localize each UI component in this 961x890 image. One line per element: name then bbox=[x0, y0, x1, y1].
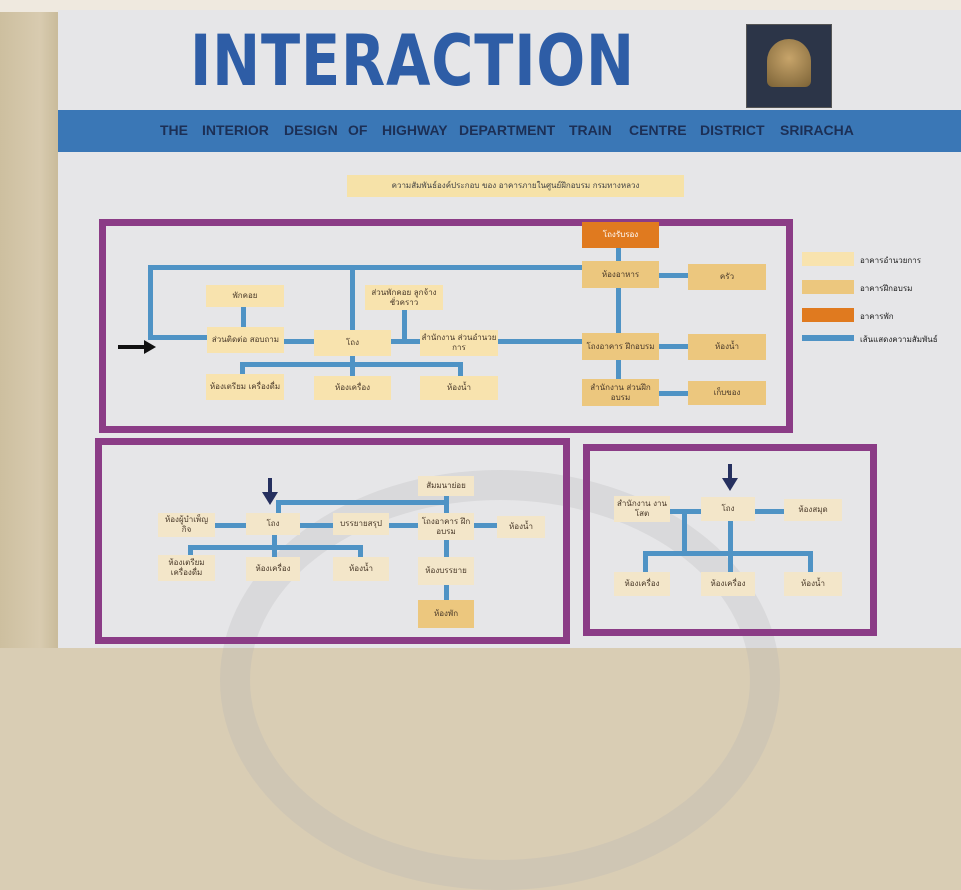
legend-label: อาคารฝึกอบรม bbox=[860, 284, 913, 293]
entry-arrow-icon bbox=[118, 340, 156, 354]
connector bbox=[474, 523, 498, 528]
connector bbox=[148, 265, 153, 339]
node-bl-training-hall: โถงอาคาร ฝึกอบรม bbox=[418, 513, 474, 540]
connector bbox=[358, 545, 363, 557]
legend-swatch bbox=[802, 280, 854, 294]
connector bbox=[350, 355, 355, 376]
legend-swatch bbox=[802, 252, 854, 266]
node-restroom-right: ห้องน้ำ bbox=[688, 334, 766, 360]
connector bbox=[658, 391, 688, 396]
connector bbox=[728, 551, 733, 573]
node-admin-office: สำนักงาน ส่วนอำนวยการ bbox=[420, 330, 498, 356]
node-bl-hall: โถง bbox=[246, 513, 300, 535]
frame-top bbox=[99, 219, 793, 433]
subtitle-word: TRAIN bbox=[569, 122, 612, 138]
connector bbox=[284, 339, 314, 344]
frame-bottom-left bbox=[95, 438, 570, 644]
subtitle-word: INTERIOR bbox=[202, 122, 269, 138]
node-av-office: สำนักงาน งานโสต bbox=[614, 496, 670, 522]
node-bl-equipment: ห้องเครื่อง bbox=[246, 557, 300, 581]
connector bbox=[498, 339, 582, 344]
node-br-restroom: ห้องน้ำ bbox=[784, 572, 842, 596]
node-training-office: สำนักงาน ส่วนฝึกอบรม bbox=[582, 379, 659, 406]
node-training-hall: โถงอาคาร ฝึกอบรม bbox=[582, 333, 659, 360]
node-temp-staff-waiting: ส่วนพักคอย ลูกจ้างชั่วคราว bbox=[365, 285, 443, 310]
connector bbox=[728, 520, 733, 558]
node-seminar: สัมมนาย่อย bbox=[418, 476, 474, 496]
connector bbox=[276, 500, 446, 505]
connector bbox=[148, 265, 618, 270]
node-waiting: พักคอย bbox=[206, 285, 284, 307]
node-bl-restroom-right: ห้องน้ำ bbox=[497, 516, 545, 538]
connector bbox=[616, 247, 621, 382]
connector bbox=[299, 523, 334, 528]
frame-bottom-right bbox=[583, 444, 877, 636]
subtitle-word: CENTRE bbox=[629, 122, 687, 138]
diagram-caption: ความสัมพันธ์องค์ประกอบ ของ อาคารภายในศูน… bbox=[347, 175, 684, 197]
node-briefing: บรรยายสรุป bbox=[333, 513, 389, 535]
legend-line-swatch bbox=[802, 335, 854, 341]
node-br-hall: โถง bbox=[701, 497, 755, 521]
subtitle-word: DISTRICT bbox=[700, 122, 765, 138]
subtitle-band bbox=[58, 110, 961, 152]
entry-arrow-down-icon bbox=[722, 464, 738, 491]
node-library: ห้องสมุด bbox=[784, 499, 842, 521]
connector bbox=[388, 523, 418, 528]
connector bbox=[350, 265, 355, 330]
connector bbox=[755, 509, 785, 514]
connector bbox=[458, 362, 463, 376]
legend-label: อาคารพัก bbox=[860, 312, 894, 321]
top-strip bbox=[0, 0, 961, 12]
node-hall: โถง bbox=[314, 330, 391, 356]
node-bl-pantry: ห้องเตรียม เครื่องดื่ม bbox=[158, 555, 215, 581]
node-equipment-room: ห้องเครื่อง bbox=[314, 376, 391, 400]
bell-emblem-icon bbox=[767, 39, 811, 87]
node-executive-room: ห้องผู้บำเพ็ญ กิจ bbox=[158, 513, 215, 537]
node-bl-rest-room: ห้องพัก bbox=[418, 600, 474, 628]
connector bbox=[682, 509, 687, 551]
connector bbox=[272, 534, 277, 557]
subtitle-word: HIGHWAY bbox=[382, 122, 448, 138]
node-lecture-room: ห้องบรรยาย bbox=[418, 557, 474, 585]
connector bbox=[276, 500, 281, 515]
subtitle-word: THE bbox=[160, 122, 188, 138]
entry-arrow-down-icon bbox=[262, 478, 278, 505]
connector bbox=[444, 494, 449, 514]
connector bbox=[188, 545, 193, 557]
node-reception-hall: โถงรับรอง bbox=[582, 222, 659, 248]
legend-label: อาคารอำนวยการ bbox=[860, 256, 922, 265]
legend-swatch bbox=[802, 308, 854, 322]
connector bbox=[240, 362, 245, 376]
subtitle-word: OF bbox=[348, 122, 368, 138]
connector bbox=[241, 306, 246, 328]
node-storage: เก็บของ bbox=[688, 381, 766, 405]
poster-title: INTERACTION bbox=[190, 20, 635, 102]
node-br-equipment-1: ห้องเครื่อง bbox=[614, 572, 670, 596]
department-logo bbox=[746, 24, 832, 108]
legend-label: เส้นแสดงความสัมพันธ์ bbox=[860, 335, 938, 344]
connector bbox=[148, 335, 208, 340]
node-restroom: ห้องน้ำ bbox=[420, 376, 498, 400]
node-kitchen: ครัว bbox=[688, 264, 766, 290]
connector bbox=[658, 273, 688, 278]
node-bl-restroom: ห้องน้ำ bbox=[333, 557, 389, 581]
node-br-equipment-2: ห้องเครื่อง bbox=[701, 572, 755, 596]
node-contact-info: ส่วนติดต่อ สอบถาม bbox=[207, 327, 284, 353]
connector bbox=[390, 339, 420, 344]
subtitle-word: DEPARTMENT bbox=[459, 122, 556, 138]
subtitle-word: DESIGN bbox=[284, 122, 338, 138]
node-pantry: ห้องเตรียม เครื่องดื่ม bbox=[206, 374, 284, 400]
connector bbox=[658, 344, 688, 349]
connector bbox=[402, 309, 407, 341]
connector bbox=[643, 551, 648, 573]
connector bbox=[808, 551, 813, 573]
node-dining-room: ห้องอาหาร bbox=[582, 261, 659, 288]
connector bbox=[215, 523, 247, 528]
subtitle-word: SRIRACHA bbox=[780, 122, 854, 138]
